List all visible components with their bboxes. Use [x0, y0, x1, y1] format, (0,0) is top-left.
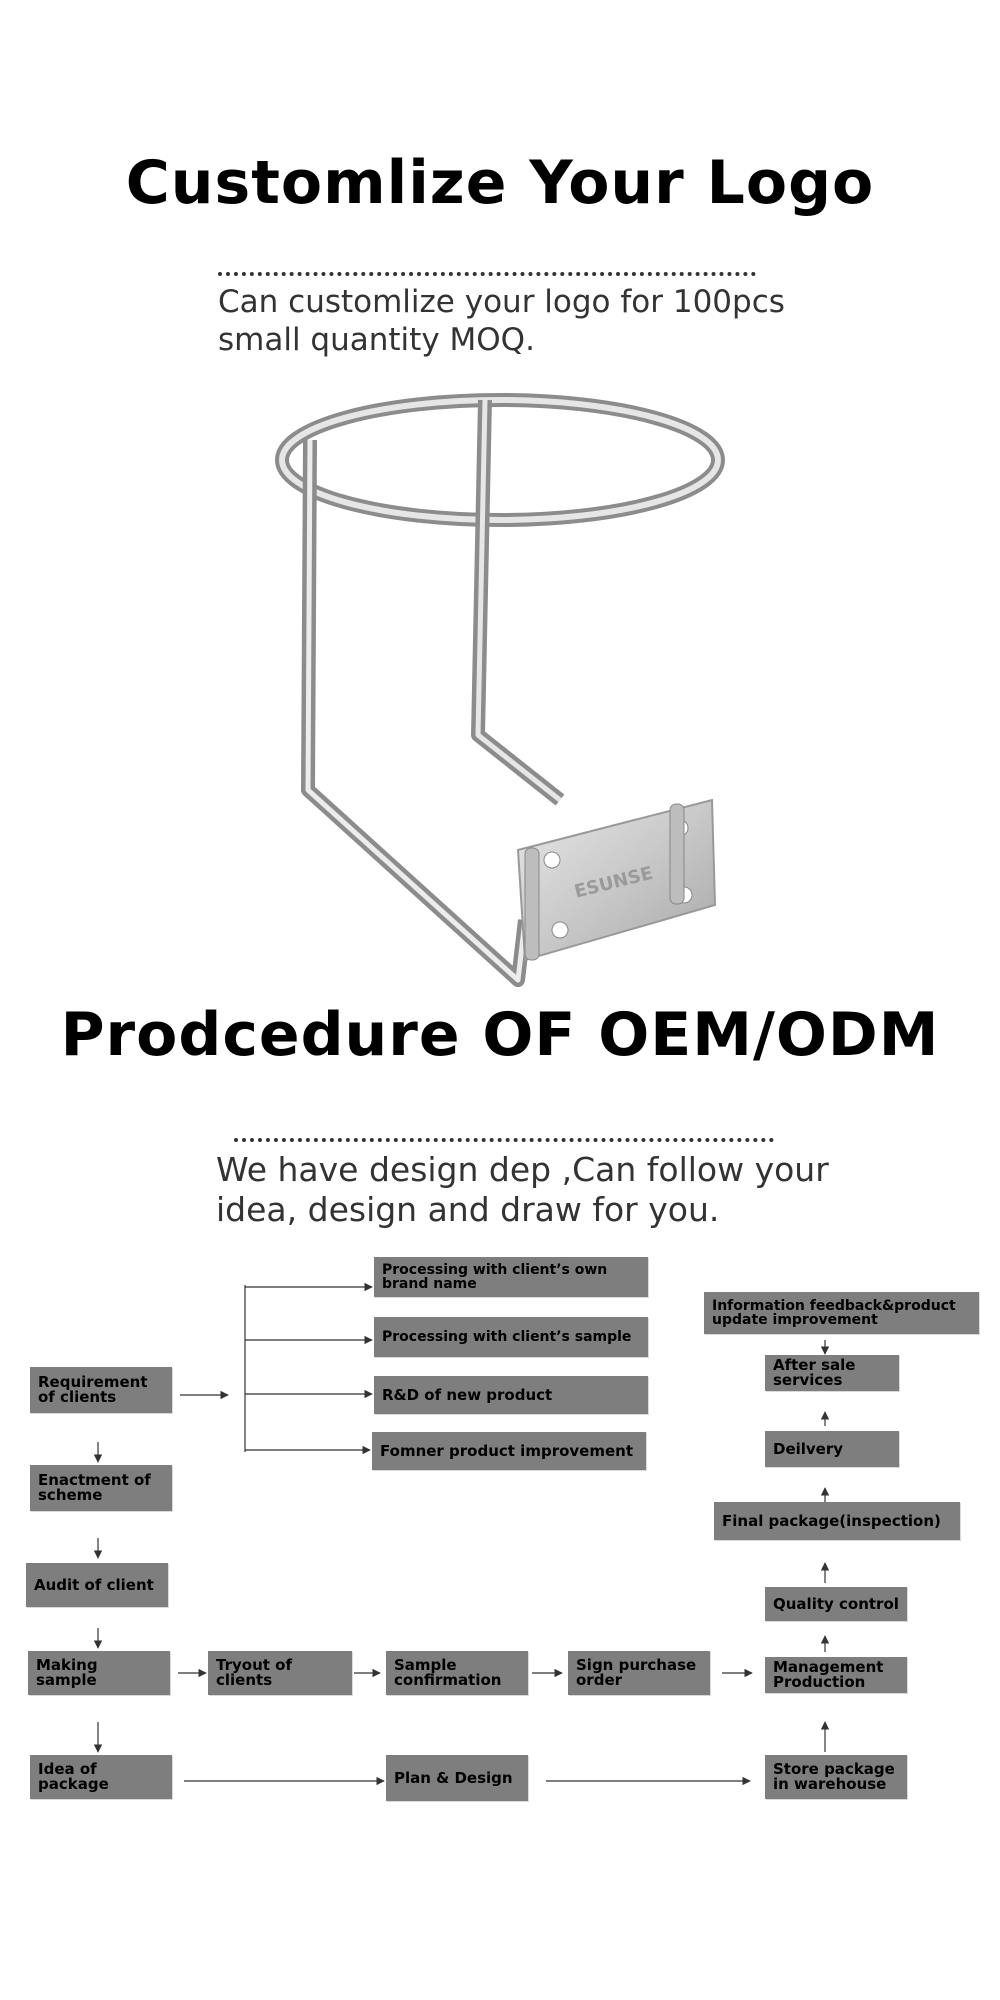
- logo-subtitle-line-2: small quantity MOQ.: [218, 321, 535, 358]
- flow-box-management: Management Production: [765, 1657, 907, 1693]
- flow-box-audit: Audit of client: [26, 1563, 168, 1607]
- page-title-customize-logo: Customlize Your Logo: [125, 148, 875, 218]
- flow-box-enactment: Enactment of scheme: [30, 1465, 172, 1511]
- oem-subtitle-line-1: We have design dep ,Can follow your: [216, 1150, 829, 1189]
- flow-box-quality: Quality control: [765, 1587, 907, 1621]
- logo-subtitle: Can customlize your logo for 100pcs smal…: [218, 284, 838, 360]
- flow-box-idea-package: Idea of package: [30, 1755, 172, 1799]
- dotted-divider: [234, 1138, 774, 1142]
- flow-box-after-sale: After sale services: [765, 1355, 899, 1391]
- flow-box-requirement: Requirement of clients: [30, 1367, 172, 1413]
- flow-box-feedback: Information feedback&product update impr…: [704, 1292, 979, 1334]
- flowchart-connectors: [93, 1282, 830, 1786]
- flow-box-plan-design: Plan & Design: [386, 1755, 528, 1801]
- flow-box-sample-confirmation: Sample confirmation: [386, 1651, 528, 1695]
- dotted-divider: [218, 272, 756, 276]
- flow-box-store-package: Store package in warehouse: [765, 1755, 907, 1799]
- flow-box-rnd: R&D of new product: [374, 1376, 648, 1414]
- flow-box-sign-order: Sign purchase order: [568, 1651, 710, 1695]
- oem-subtitle-line-2: idea, design and draw for you.: [216, 1190, 720, 1230]
- page-title-oem-odm: Prodcedure OF OEM/ODM: [60, 1000, 940, 1070]
- flow-box-client-sample: Processing with client’s sample: [374, 1317, 648, 1357]
- logo-subtitle-line-1: Can customlize your logo for 100pcs: [218, 284, 785, 320]
- flow-box-delivery: Deilvery: [765, 1431, 899, 1467]
- flow-box-former-improvement: Fomner product improvement: [372, 1432, 646, 1470]
- flow-box-own-brand: Processing with client’s own brand name: [374, 1257, 648, 1297]
- product-image-cup-holder: ESUNSE: [275, 393, 725, 987]
- flow-box-tryout: Tryout of clients: [208, 1651, 352, 1695]
- flow-box-final-package: Final package(inspection): [714, 1502, 960, 1540]
- oem-subtitle: We have design dep ,Can follow your idea…: [216, 1150, 856, 1231]
- flow-box-making-sample: Making sample: [28, 1651, 170, 1695]
